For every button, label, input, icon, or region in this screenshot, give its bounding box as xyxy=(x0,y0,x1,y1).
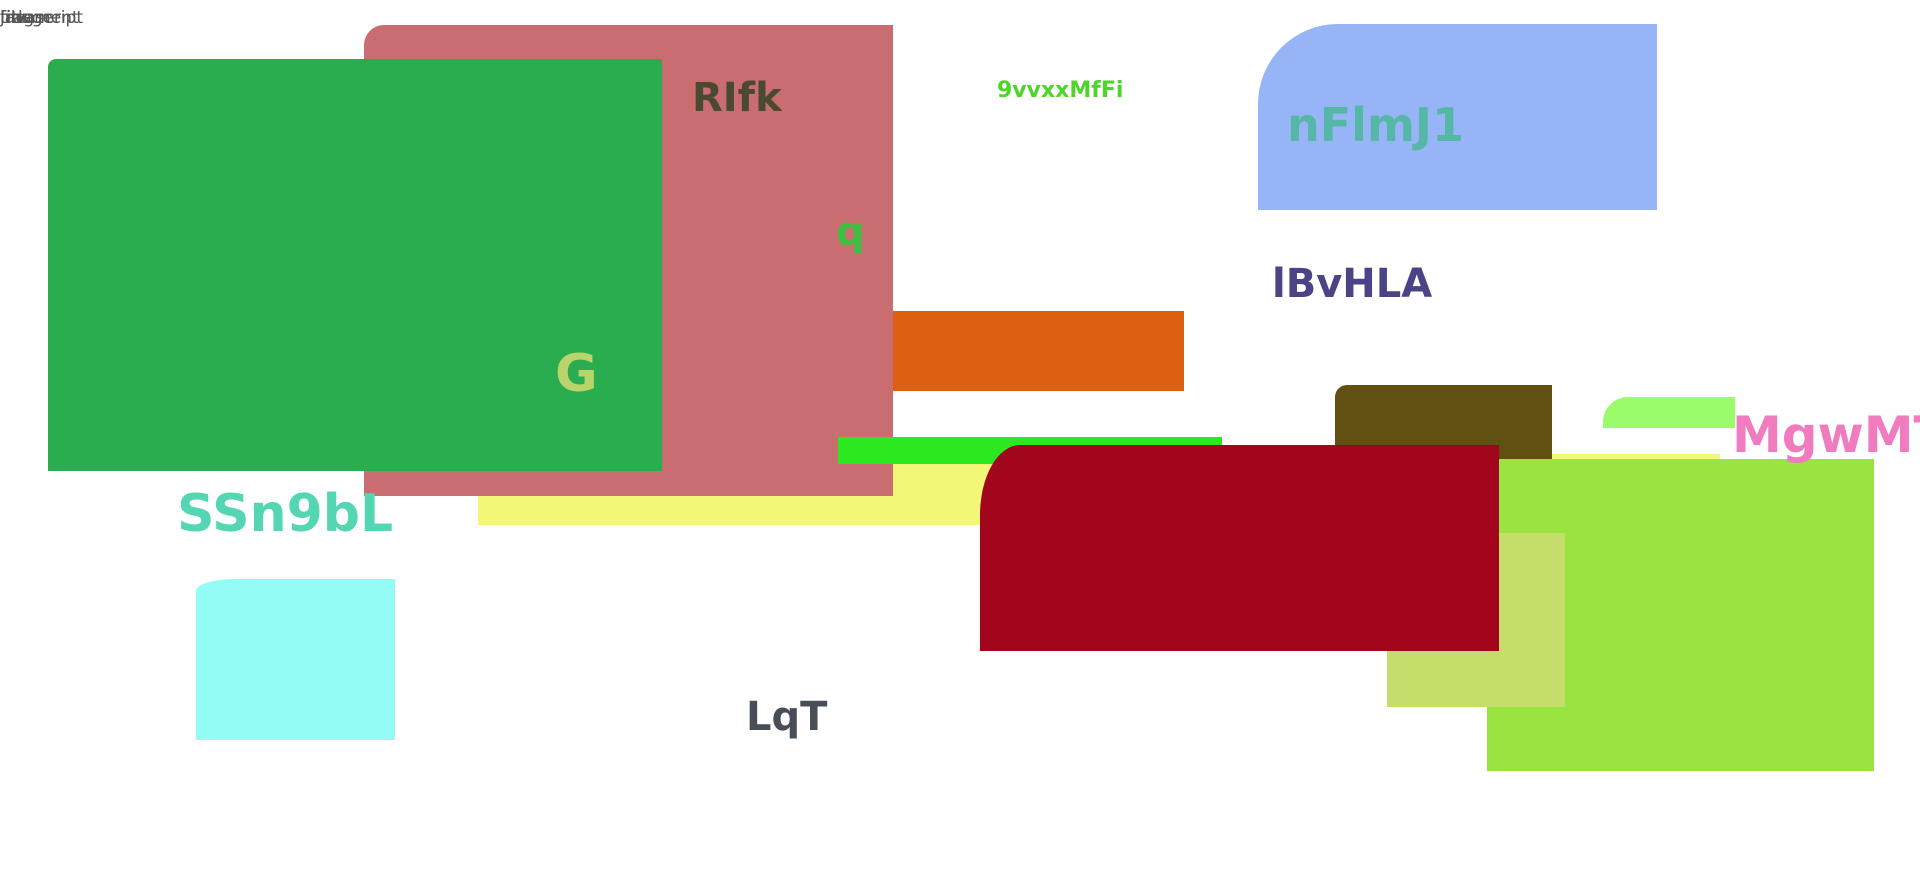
cyan-panel xyxy=(196,579,395,740)
label-mgwmt: MgwMT xyxy=(1732,406,1920,464)
white-notch xyxy=(962,391,1222,441)
corner-text-file: file xyxy=(0,8,26,28)
periwinkle-panel xyxy=(1258,24,1657,210)
crimson-panel xyxy=(980,445,1499,651)
corner-text-javascript: javascript xyxy=(0,8,83,28)
corner-text-title: title xyxy=(0,8,34,28)
label-ssn9bl: SSn9bL xyxy=(177,484,394,544)
orange-panel xyxy=(893,311,1184,391)
label-code: 9vvxxMfFi xyxy=(997,78,1124,103)
yellow-thin-strip xyxy=(1552,454,1720,462)
label-lqt: LqT xyxy=(746,694,828,740)
corner-text-fragment: fragment xyxy=(0,8,79,28)
label-nflmj: nFlmJ1 xyxy=(1287,98,1464,152)
label-rifk: RIfk xyxy=(692,75,782,121)
green-panel xyxy=(48,59,662,471)
label-lbvhla: lBvHLA xyxy=(1272,261,1433,307)
corner-text-image: image xyxy=(0,8,53,28)
label-g: G xyxy=(555,344,598,404)
label-q: q xyxy=(836,209,865,255)
light-green-tab xyxy=(1603,397,1735,428)
